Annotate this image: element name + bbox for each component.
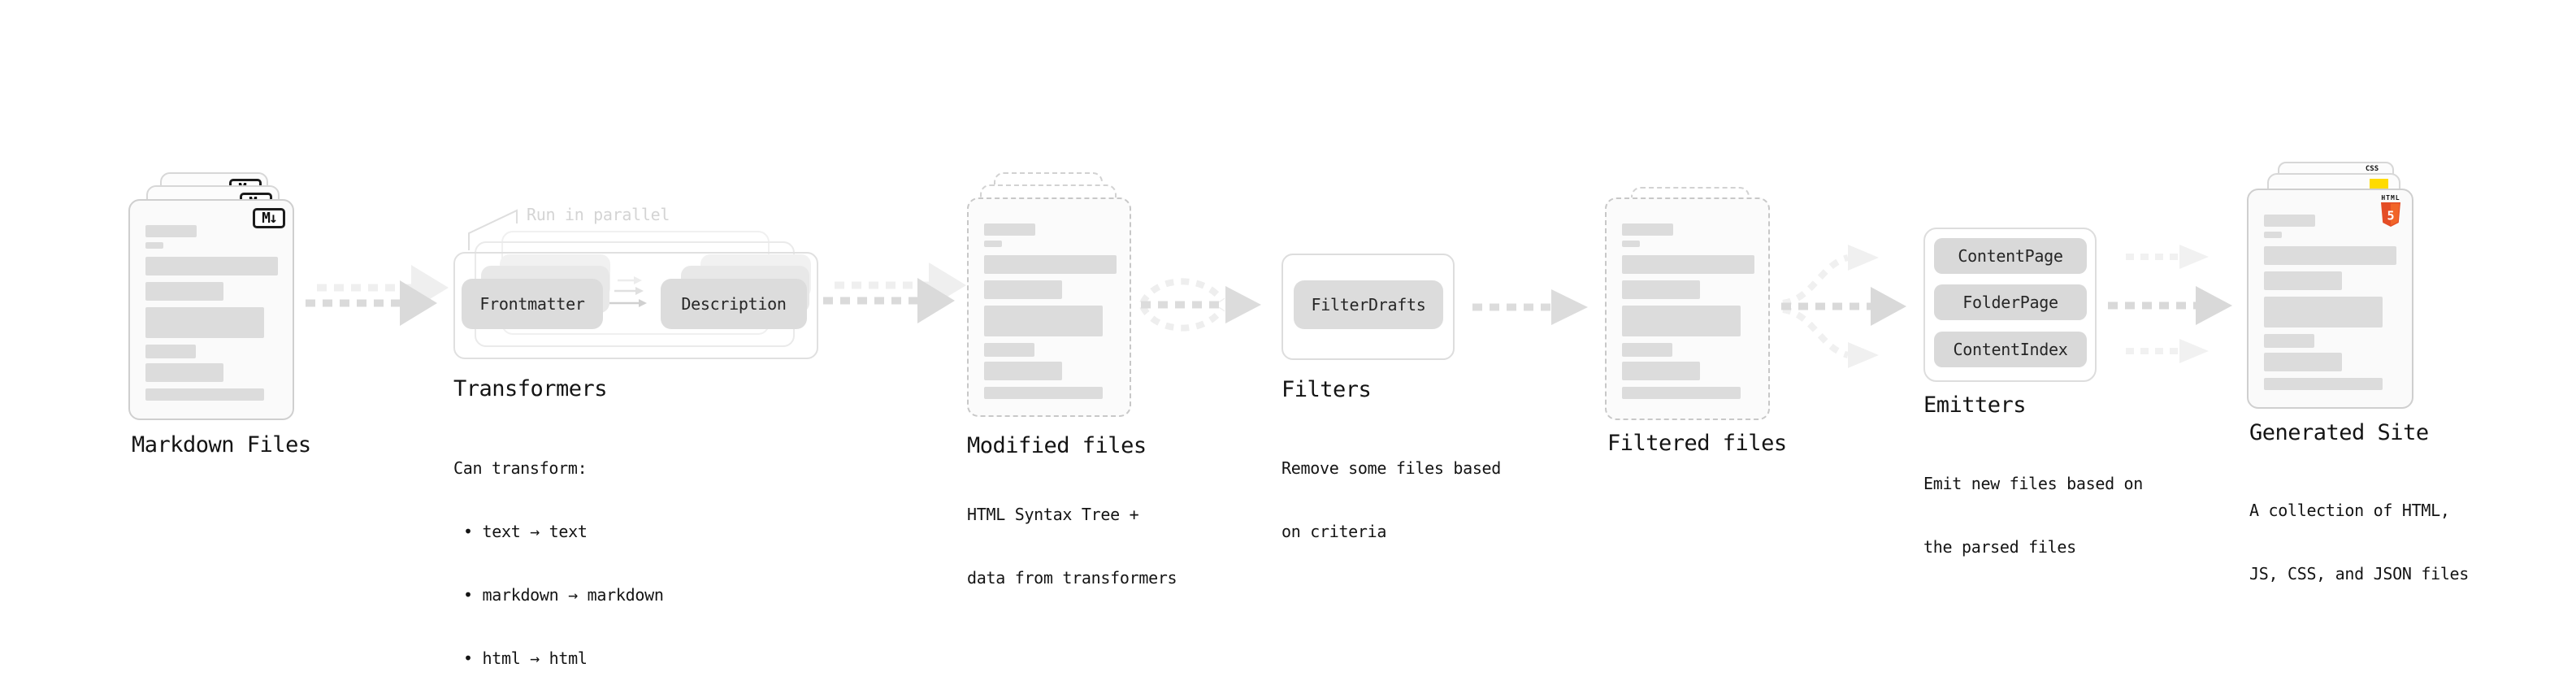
content-line	[2264, 271, 2342, 290]
content-line	[145, 225, 197, 237]
emitters-desc-line: the parsed files	[1923, 537, 2076, 557]
emitter-pill-folderpage: FolderPage	[1934, 284, 2087, 320]
markdown-files-label: Markdown Files	[132, 432, 311, 458]
content-line	[2264, 215, 2315, 227]
content-line	[1622, 362, 1700, 380]
content-line	[1622, 343, 1672, 357]
modified-files-label: Modified files	[967, 433, 1147, 458]
content-line	[145, 345, 196, 358]
emitter-pill-contentpage: ContentPage	[1934, 238, 2087, 274]
generated-site-desc-line: JS, CSS, and JSON files	[2249, 564, 2470, 583]
emitters-label: Emitters	[1923, 393, 2027, 418]
emitters-description: Emit new files based on the parsed files	[1923, 431, 2143, 600]
transformer-pill-description: Description	[661, 279, 807, 329]
content-line	[984, 280, 1062, 299]
transformer-instance-frame-front	[453, 252, 818, 359]
content-line	[1622, 306, 1741, 336]
annotation-leader-line	[468, 209, 518, 250]
content-line	[145, 282, 223, 301]
filters-label: Filters	[1281, 377, 1372, 402]
parallel-step-arrows	[609, 276, 647, 307]
content-line	[1622, 255, 1754, 274]
content-line	[984, 255, 1117, 274]
modified-files-desc-line: data from transformers	[967, 568, 1177, 588]
content-line	[145, 363, 223, 382]
arrow-modified-to-filters	[1139, 278, 1261, 332]
content-line	[2264, 353, 2342, 371]
markdown-icon-glyph: M↓	[262, 210, 278, 227]
content-line	[984, 343, 1034, 357]
run-in-parallel-annotation: Run in parallel	[527, 205, 670, 224]
content-line	[145, 242, 163, 249]
modified-files-description: HTML Syntax Tree + data from transformer…	[967, 462, 1177, 631]
filtered-files-label: Filtered files	[1607, 431, 1787, 456]
generated-site-description: A collection of HTML, JS, CSS, and JSON …	[2249, 458, 2469, 627]
filtered-file-card-front	[1605, 197, 1770, 420]
generated-html-file-card: HTML 5	[2247, 189, 2413, 409]
html5-shield: 5	[2381, 202, 2400, 227]
content-line	[145, 307, 264, 338]
arrow-filtered-to-emitters	[1781, 245, 1906, 368]
arrow-markdown-to-transformers	[306, 265, 449, 326]
filters-desc-line: Remove some files based	[1281, 458, 1502, 478]
content-line	[2264, 246, 2396, 265]
transformers-desc-line: • text → text	[463, 522, 588, 541]
content-line	[1622, 280, 1700, 299]
html5-icon: HTML 5	[2379, 194, 2403, 227]
content-line	[145, 257, 278, 275]
html5-shield-number: 5	[2387, 209, 2394, 223]
transformer-pill-frontmatter: Frontmatter	[462, 279, 603, 329]
html5-icon-text: HTML	[2381, 194, 2400, 202]
transformers-desc-line: Can transform:	[453, 458, 588, 478]
markdown-file-card-front: M↓	[128, 199, 294, 420]
transformers-desc-line: • markdown → markdown	[463, 585, 664, 605]
arrow-emitters-to-site-mid	[2108, 286, 2232, 325]
content-line	[2264, 232, 2282, 238]
filters-description: Remove some files based on criteria	[1281, 415, 1501, 584]
content-line	[984, 387, 1103, 399]
transformers-desc-line: • html → html	[463, 648, 588, 668]
content-line	[2264, 334, 2314, 348]
filter-pill-filterdrafts: FilterDrafts	[1294, 280, 1443, 329]
transformers-description: Can transform: • text → text • markdown …	[453, 415, 664, 681]
content-line	[984, 362, 1062, 380]
arrow-transformers-to-modified	[823, 262, 966, 323]
generated-site-label: Generated Site	[2249, 420, 2429, 445]
content-line	[984, 306, 1103, 336]
generated-site-desc-line: A collection of HTML,	[2249, 501, 2450, 520]
transformers-label: Transformers	[453, 376, 608, 401]
arrow-emitters-to-site-top	[2126, 245, 2209, 269]
content-line	[1622, 241, 1640, 247]
content-line	[2264, 378, 2383, 390]
modified-file-card-front	[967, 197, 1131, 417]
arrow-emitters-to-site-bottom	[2126, 339, 2209, 363]
emitter-pill-contentindex: ContentIndex	[1934, 332, 2087, 367]
js-file-badge	[2370, 179, 2388, 191]
markdown-icon: M↓	[253, 208, 285, 228]
content-line	[1622, 387, 1741, 399]
filters-desc-line: on criteria	[1281, 522, 1387, 541]
css-badge-label: CSS	[2365, 165, 2379, 173]
arrow-filters-to-filtered	[1472, 289, 1588, 325]
content-line	[984, 241, 1002, 247]
emitters-desc-line: Emit new files based on	[1923, 474, 2144, 493]
content-line	[2264, 297, 2383, 327]
content-line	[1622, 223, 1673, 236]
content-line	[984, 223, 1035, 236]
content-line	[145, 388, 264, 401]
modified-files-desc-line: HTML Syntax Tree +	[967, 505, 1139, 524]
